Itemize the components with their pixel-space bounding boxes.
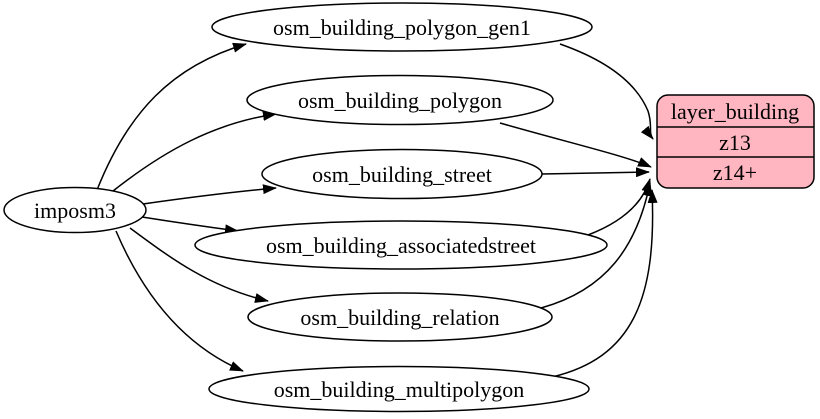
- node-osm-building-polygon: osm_building_polygon: [246, 74, 554, 126]
- node-layer-building: layer_building z13 z14+: [656, 94, 815, 189]
- imposm3-label: imposm3: [34, 198, 116, 223]
- node-osm-building-polygon-gen1: osm_building_polygon_gen1: [211, 2, 593, 52]
- layer-building-row-z14: z14+: [713, 160, 757, 185]
- edge-osm-building-multipolygon-to-layer-z14: [551, 189, 658, 378]
- osm-building-polygon-gen1-label: osm_building_polygon_gen1: [273, 15, 531, 40]
- node-osm-building-associatedstreet: osm_building_associatedstreet: [194, 220, 608, 270]
- edge-imposm3-to-osm-building-associatedstreet: [141, 216, 239, 235]
- edge-osm-building-polygon-to-layer-z14: [499, 122, 652, 168]
- layer-building-row-z13: z13: [719, 130, 751, 155]
- osm-building-street-label: osm_building_street: [312, 162, 492, 187]
- edge-osm-building-polygon-gen1-to-layer-z13: [559, 43, 654, 140]
- osm-building-associatedstreet-label: osm_building_associatedstreet: [266, 233, 536, 258]
- osm-building-multipolygon-label: osm_building_multipolygon: [274, 377, 525, 402]
- node-osm-building-relation: osm_building_relation: [247, 292, 553, 342]
- edge-imposm3-to-osm-building-relation: [129, 227, 269, 303]
- edge-imposm3-to-osm-building-street: [142, 184, 277, 205]
- edge-osm-building-street-to-layer-z14: [541, 167, 650, 178]
- edge-imposm3-to-osm-building-polygon-gen1: [96, 42, 247, 191]
- edge-osm-building-associatedstreet-to-layer-z14: [587, 178, 652, 236]
- edge-osm-building-relation-to-layer-z14: [540, 182, 653, 309]
- osm-building-polygon-label: osm_building_polygon: [298, 88, 502, 113]
- node-osm-building-multipolygon: osm_building_multipolygon: [208, 365, 590, 413]
- node-imposm3: imposm3: [3, 186, 147, 234]
- edge-imposm3-to-osm-building-polygon: [112, 110, 277, 192]
- layer-building-title: layer_building: [671, 99, 799, 124]
- edge-imposm3-to-osm-building-multipolygon: [115, 230, 244, 372]
- node-osm-building-street: osm_building_street: [261, 148, 543, 200]
- osm-building-relation-label: osm_building_relation: [300, 305, 499, 330]
